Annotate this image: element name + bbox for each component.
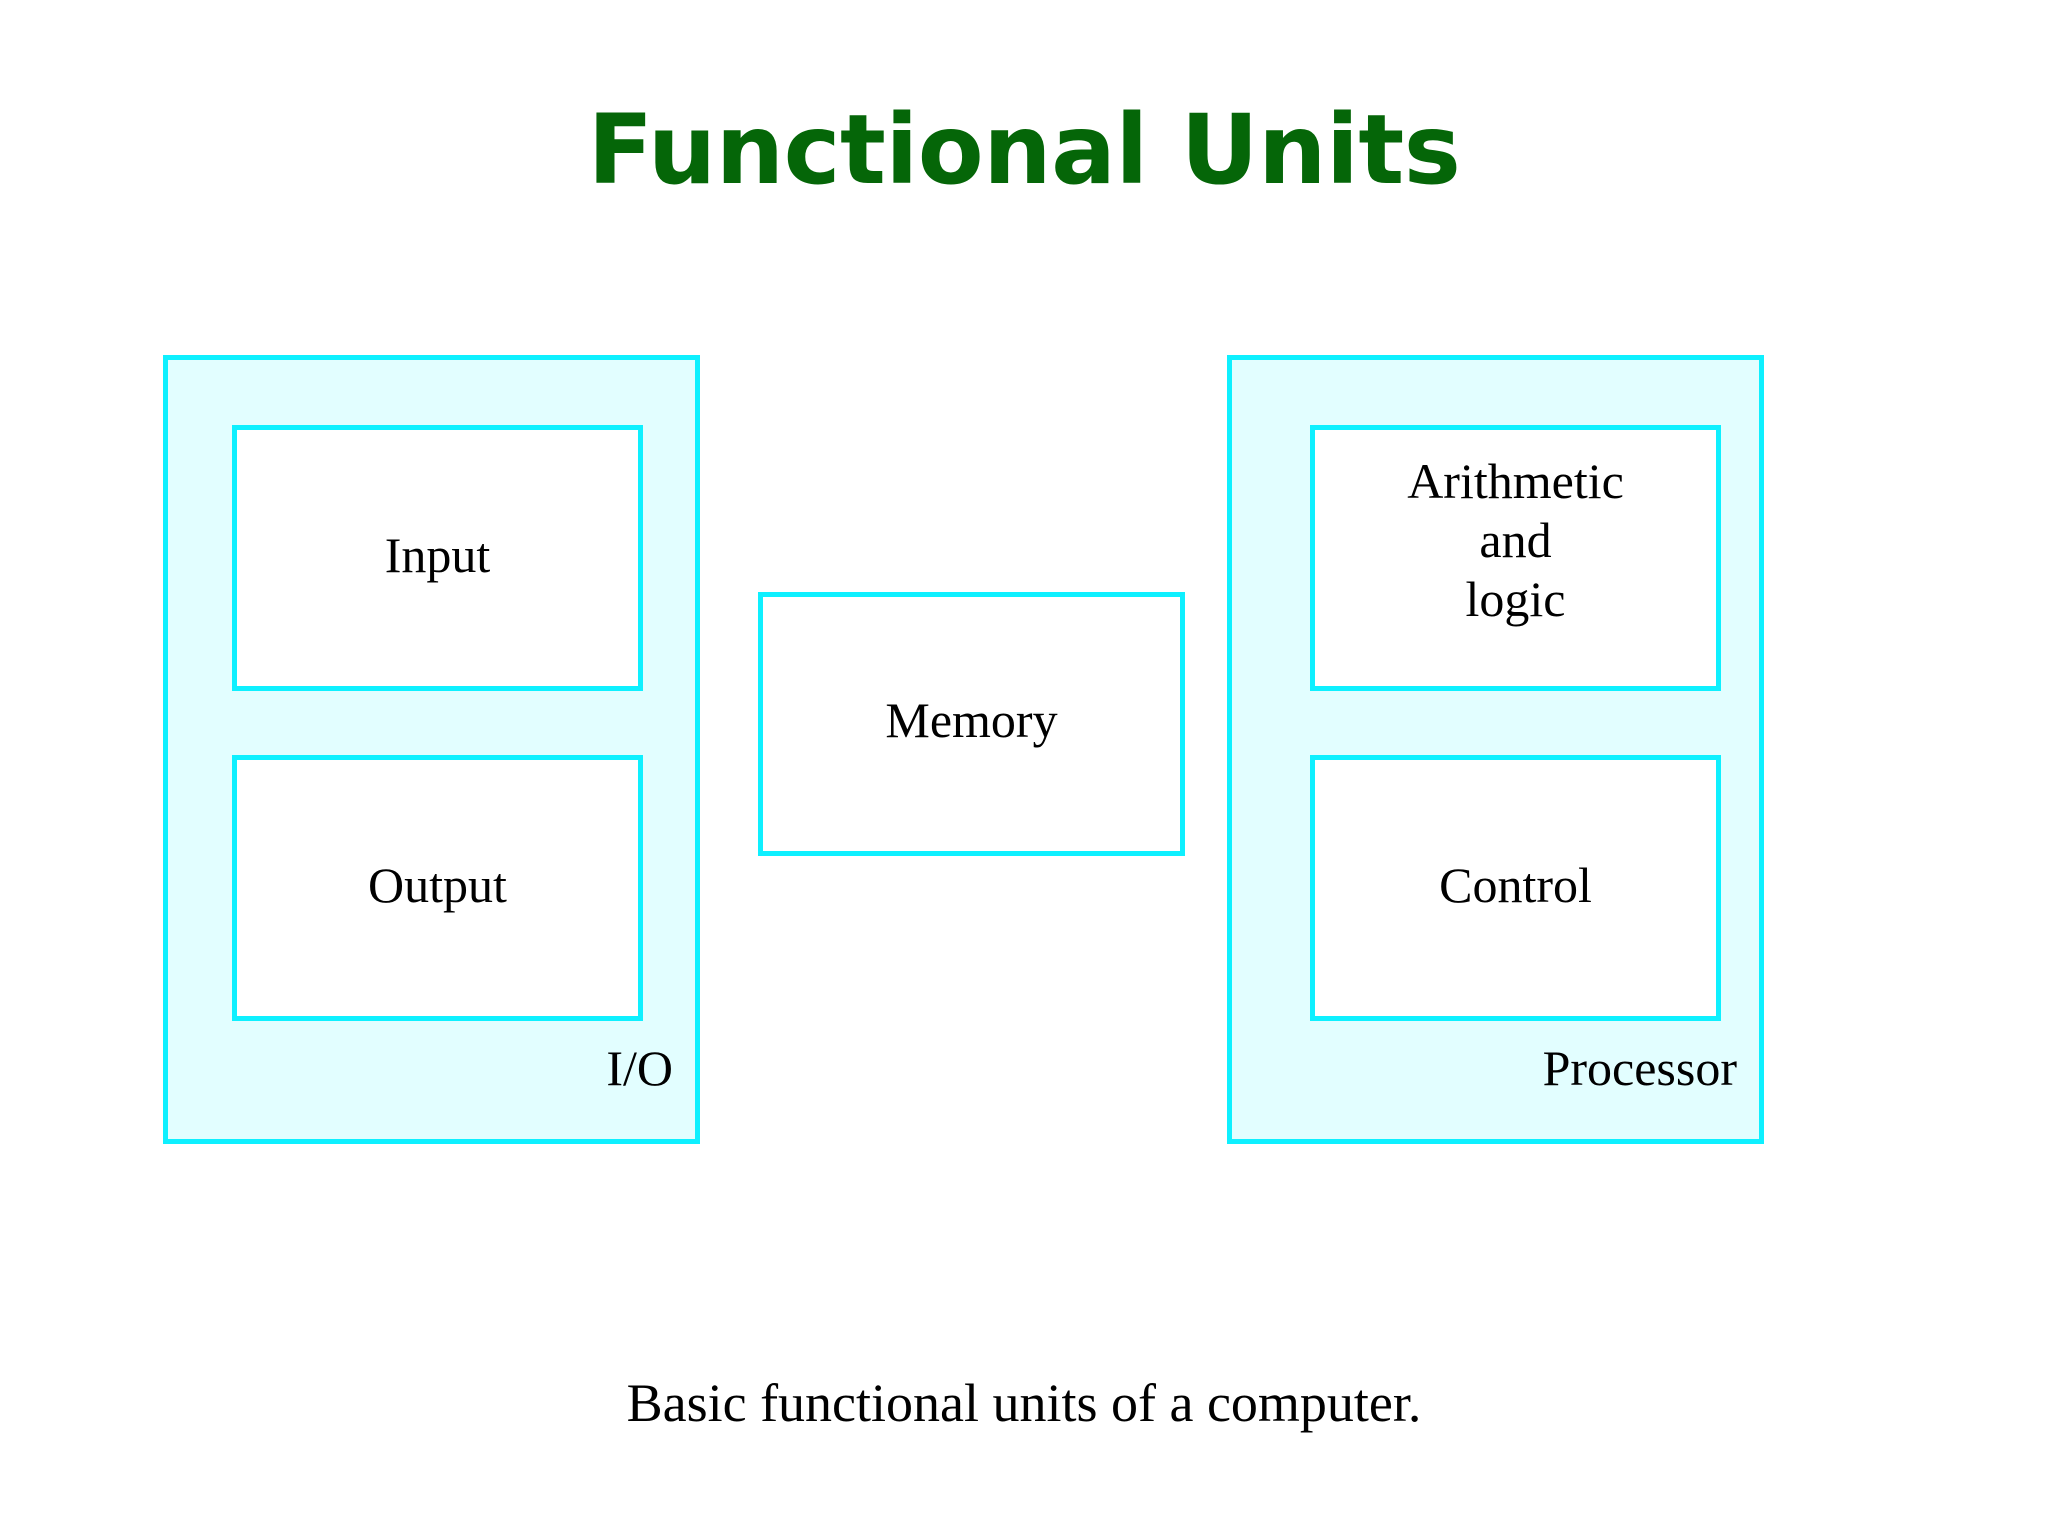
slide-caption: Basic functional units of a computer.	[626, 1373, 1422, 1433]
unit-label-memory: Memory	[885, 692, 1058, 748]
unit-box-output[interactable]: Output	[232, 755, 643, 1021]
unit-label-control: Control	[1439, 856, 1592, 913]
unit-box-memory[interactable]: Memory	[758, 592, 1185, 856]
page-title: Functional Units	[587, 94, 1461, 206]
group-box-io[interactable]: Input Output I/O	[163, 355, 700, 1144]
unit-box-arithmetic-and-logic[interactable]: Arithmetic and logic	[1310, 425, 1721, 691]
unit-box-input[interactable]: Input	[232, 425, 643, 691]
group-box-processor[interactable]: Arithmetic and logic Control Processor	[1227, 355, 1764, 1144]
unit-label-input: Input	[384, 526, 491, 583]
unit-label-output: Output	[368, 856, 507, 913]
group-label-io: I/O	[606, 1040, 673, 1096]
unit-label-arithmetic-and-logic: Arithmetic and logic	[1407, 453, 1624, 627]
group-label-processor: Processor	[1542, 1040, 1737, 1096]
unit-box-control[interactable]: Control	[1310, 755, 1721, 1021]
